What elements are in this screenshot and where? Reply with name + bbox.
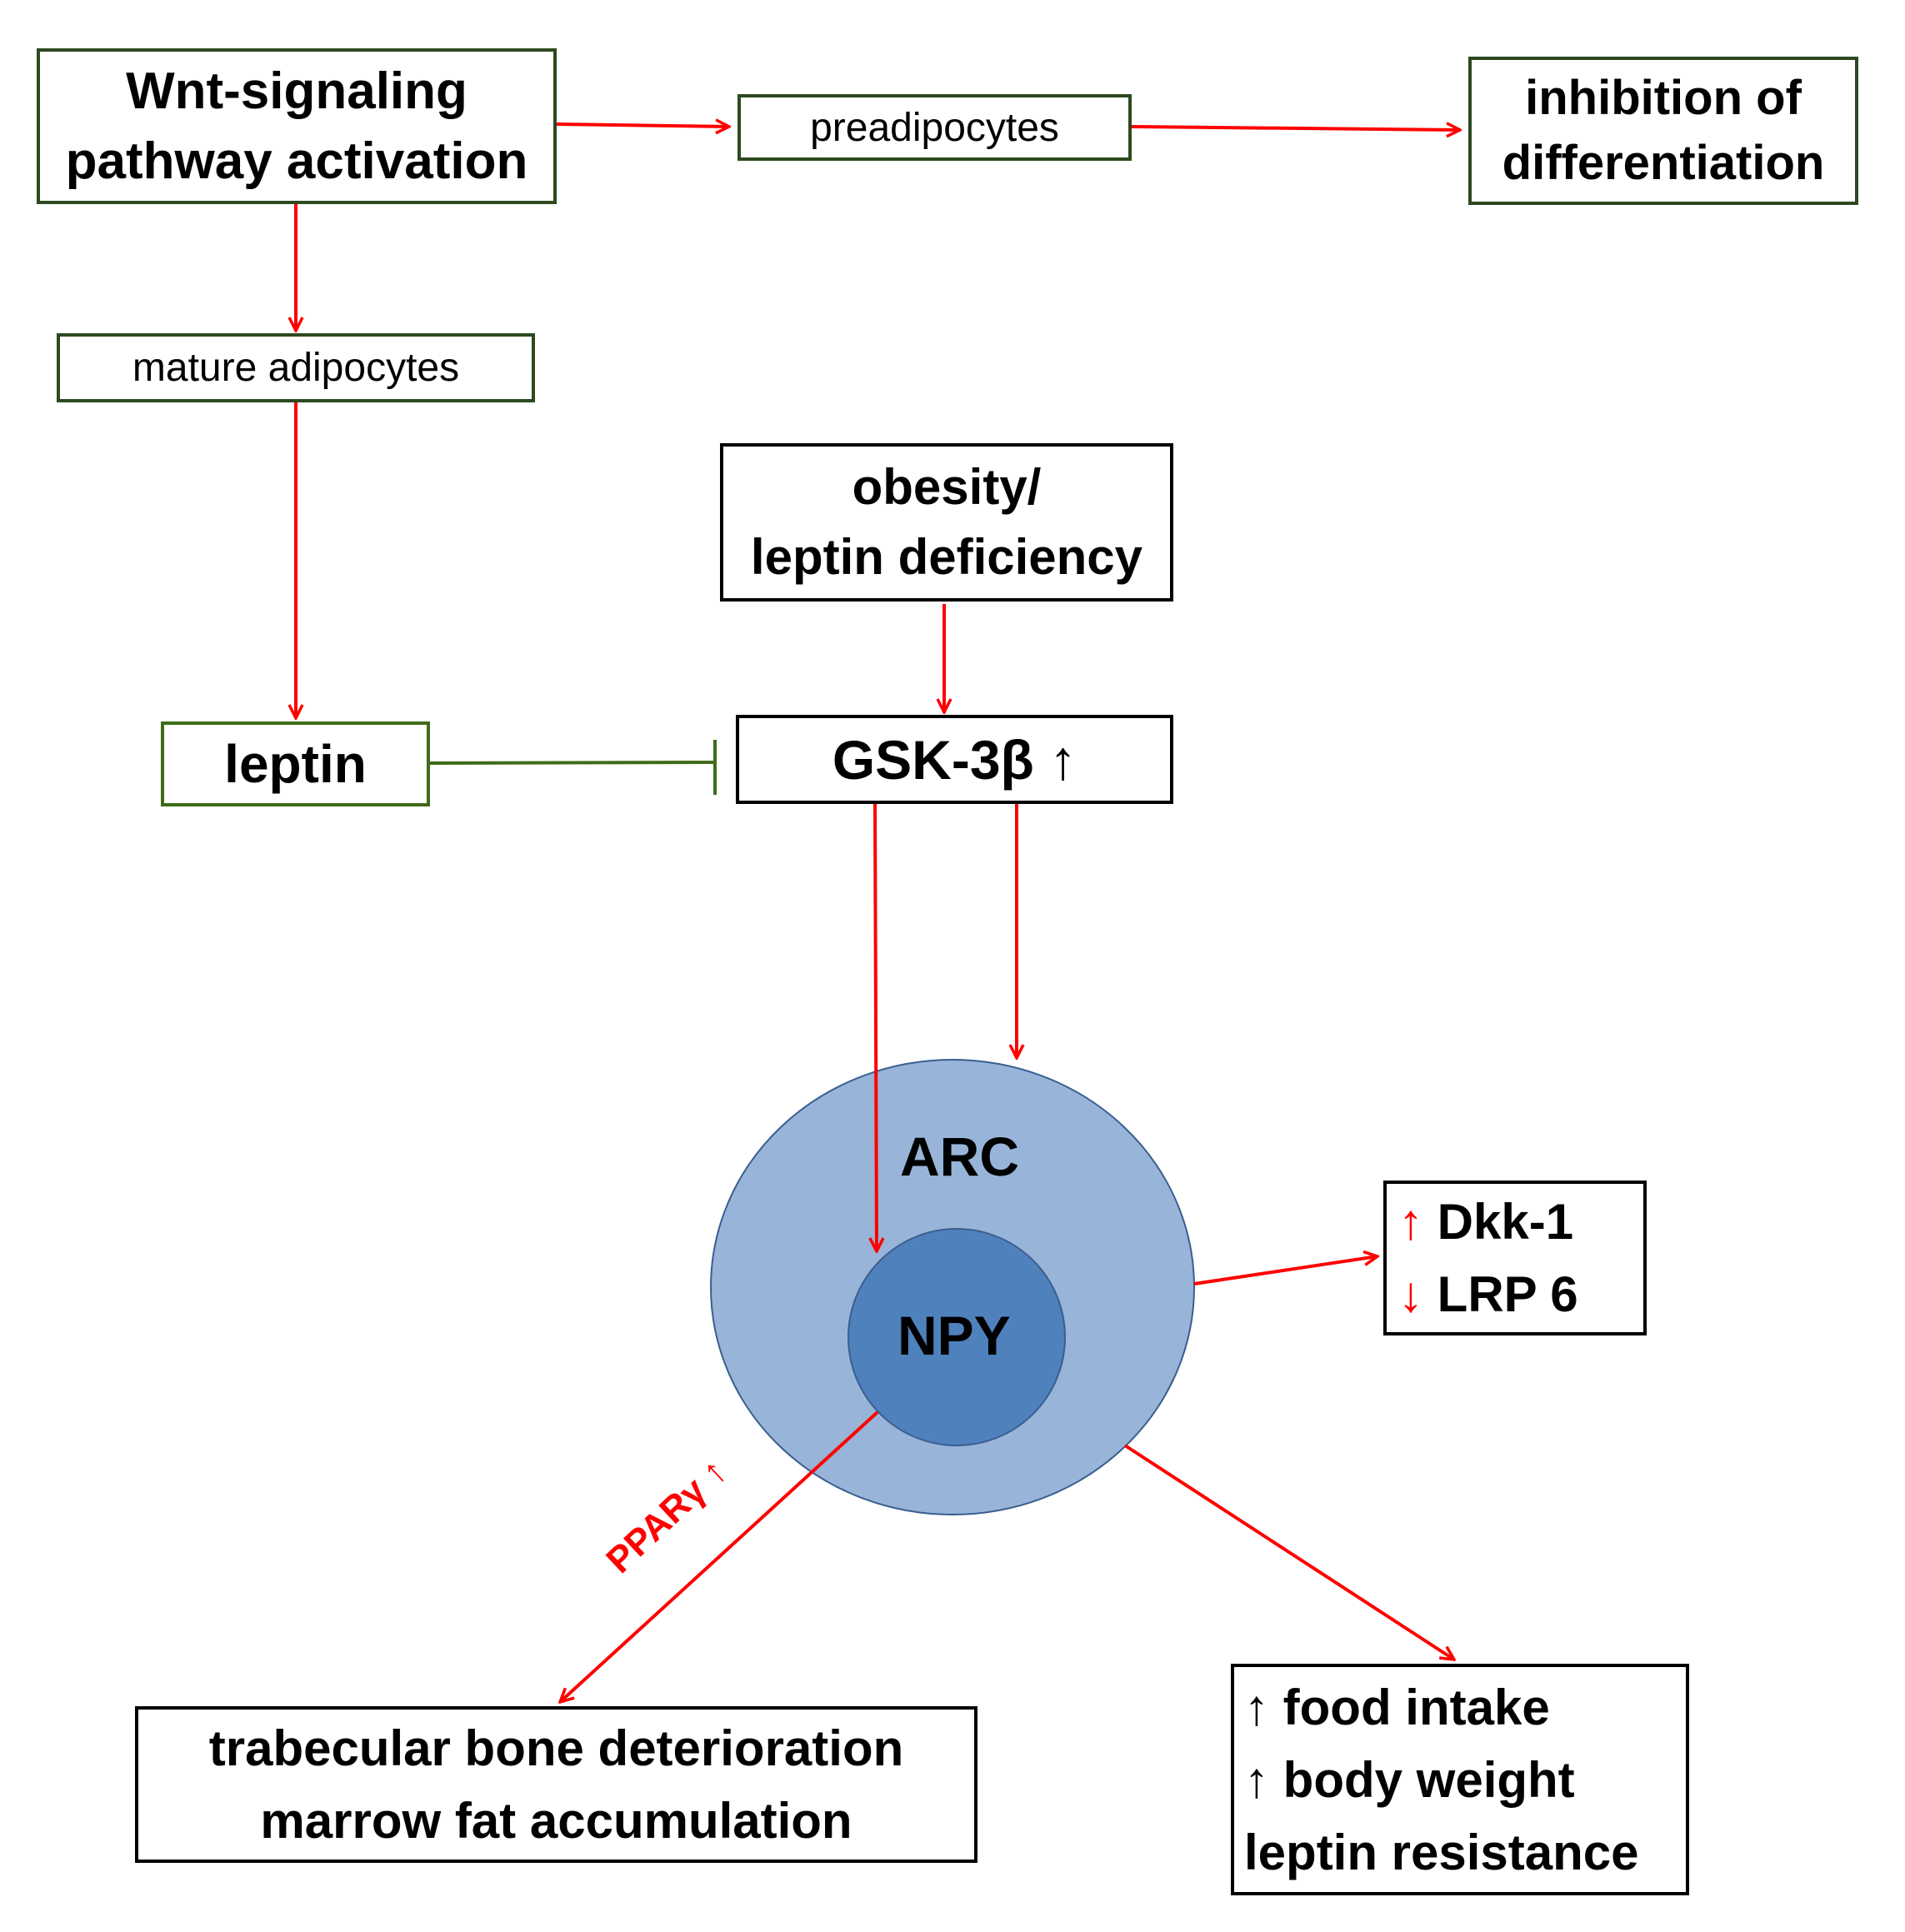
bone-box: trabecular bone deterioration marrow fat… [135, 1706, 978, 1863]
bone-line-1: trabecular bone deterioration [208, 1720, 904, 1776]
gsk-label: GSK-3β [832, 728, 1034, 791]
preadipocytes-box: preadipocytes [738, 94, 1132, 161]
up-arrow-icon: ↑ [1398, 1194, 1423, 1250]
obesity-box: obesity/ leptin deficiency [720, 443, 1173, 602]
up-arrow-icon: ↑ [1244, 1751, 1269, 1808]
arrow-preadipocytes-to-inhibition [1131, 127, 1460, 130]
inhibition-box: inhibition of differentiation [1468, 57, 1858, 205]
obesity-line-1: obesity/ [852, 459, 1042, 515]
inhibit-leptin-to-gsk [429, 761, 714, 765]
arrow-arc-to-food [1123, 1444, 1454, 1660]
food-line-3: leptin resistance [1244, 1816, 1639, 1889]
dkk-label: Dkk-1 [1437, 1194, 1574, 1250]
arrow-arc-to-dkk [1193, 1256, 1378, 1286]
lrp-label: LRP 6 [1437, 1266, 1578, 1322]
mature-adipocytes-box: mature adipocytes [57, 333, 535, 402]
wnt-line-1: Wnt-signaling [126, 62, 468, 120]
inhibition-line-2: differentiation [1502, 136, 1825, 190]
down-arrow-icon: ↓ [1398, 1266, 1423, 1322]
lrp-line: ↓ LRP 6 [1398, 1258, 1578, 1330]
leptin-box: leptin [161, 721, 430, 806]
npy-label: NPY [898, 1305, 1011, 1366]
food-box: ↑ food intake ↑ body weight leptin resis… [1231, 1664, 1689, 1895]
gsk-box: GSK-3β ↑ [736, 715, 1173, 804]
gsk-label-line: GSK-3β ↑ [832, 728, 1077, 791]
leptin-resistance-label: leptin resistance [1244, 1824, 1639, 1880]
wnt-line-2: pathway activation [65, 132, 528, 190]
food-line-1: ↑ food intake [1244, 1671, 1550, 1744]
dkk-line: ↑ Dkk-1 [1398, 1186, 1573, 1258]
up-arrow-icon: ↑ [1049, 728, 1078, 791]
arrow-gsk-to-npy [875, 801, 877, 1251]
mature-adipocytes-label: mature adipocytes [132, 346, 460, 390]
body-weight-label: body weight [1282, 1751, 1575, 1808]
preadipocytes-label: preadipocytes [810, 105, 1059, 150]
bone-line-2: marrow fat accumulation [260, 1793, 852, 1849]
food-intake-label: food intake [1282, 1679, 1550, 1735]
food-line-2: ↑ body weight [1244, 1744, 1575, 1816]
arrow-wnt-to-preadipocytes [556, 124, 729, 127]
arc-label: ARC [900, 1126, 1019, 1187]
npy-circle [848, 1228, 1066, 1446]
leptin-label: leptin [224, 734, 367, 794]
inhibition-line-1: inhibition of [1525, 70, 1802, 125]
up-arrow-icon: ↑ [1244, 1679, 1269, 1735]
arrow-npy-to-bone [560, 1410, 879, 1702]
wnt-box: Wnt-signaling pathway activation [37, 48, 557, 204]
obesity-line-2: leptin deficiency [750, 529, 1143, 585]
dkk-lrp-box: ↑ Dkk-1 ↓ LRP 6 [1383, 1181, 1647, 1335]
